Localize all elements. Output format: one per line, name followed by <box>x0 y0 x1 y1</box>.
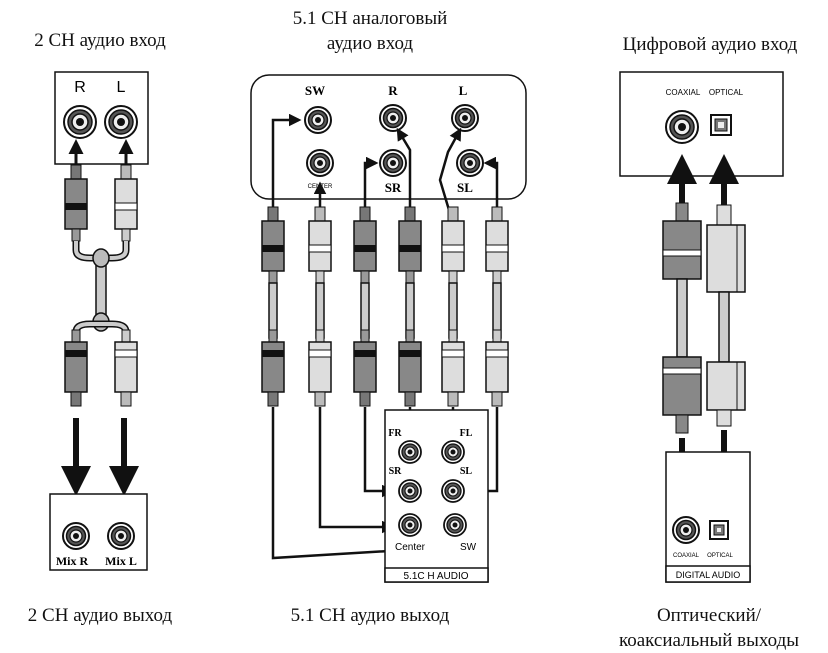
analog51-out-fl-jack-icon <box>441 440 465 464</box>
analog51-out-sw-jack-icon <box>443 513 467 537</box>
analog51-out-footer: 5.1C H AUDIO <box>403 571 468 582</box>
stereo-in-r-jack-icon <box>63 105 97 139</box>
stereo-output-panel: Mix R Mix L <box>49 493 148 571</box>
analog51-out-sl-label: SL <box>460 466 473 477</box>
caption-digital-out-line2: коаксиальный выходы <box>618 630 800 651</box>
caption-analog51-in-line2: аудио вход <box>326 33 414 54</box>
analog51-out-center-jack-icon <box>398 513 422 537</box>
digital-input-panel: COAXIAL OPTICAL <box>619 71 784 177</box>
digital-out-footer: DIGITAL AUDIO <box>676 570 741 580</box>
caption-analog51-out: 5.1 CH аудио выход <box>290 605 450 626</box>
digital-output-panel: COAXIAL OPTICAL DIGITAL AUDIO <box>665 451 751 583</box>
digital-out-coaxial-jack-icon <box>672 516 700 544</box>
analog51-center-jack-icon <box>306 149 334 177</box>
caption-digital-in: Цифровой аудио вход <box>622 34 798 55</box>
analog51-sl-jack-icon <box>456 149 484 177</box>
analog51-sw-label: SW <box>305 83 325 98</box>
digital-in-optical-port-icon <box>710 114 732 136</box>
analog51-sr-jack-icon <box>379 149 407 177</box>
analog51-out-center-label: Center <box>395 542 426 553</box>
analog51-r-label: R <box>388 83 398 98</box>
analog51-sw-jack-icon <box>304 106 332 134</box>
stereo-cable <box>61 139 139 496</box>
mix-l-label: Mix L <box>105 554 137 568</box>
analog51-out-sl-jack-icon <box>441 479 465 503</box>
analog51-r-jack-icon <box>379 104 407 132</box>
analog51-out-fr-jack-icon <box>398 440 422 464</box>
analog51-out-sw-label: SW <box>460 542 477 553</box>
stereo-input-panel: R L <box>54 71 149 165</box>
analog51-l-jack-icon <box>451 104 479 132</box>
digital-cables <box>662 154 746 511</box>
stereo-right-label: R <box>74 79 86 96</box>
analog51-out-fl-label: FL <box>460 428 473 439</box>
caption-digital-out-line1: Оптический/ <box>656 605 762 626</box>
digital-out-optical-label: OPTICAL <box>707 553 733 559</box>
digital-out-optical-port-icon <box>709 520 729 540</box>
caption-analog51-in-line1: 5.1 CH аналоговый <box>292 8 448 29</box>
analog51-input-panel: SW R L CENTER SR SL <box>250 74 527 200</box>
analog51-out-sr-label: SR <box>389 466 403 477</box>
analog51-sl-label: SL <box>457 180 473 195</box>
digital-in-coaxial-label: COAXIAL <box>666 88 701 97</box>
digital-in-coaxial-jack-icon <box>665 110 699 144</box>
analog51-l-label: L <box>459 83 468 98</box>
analog51-output-panel: 5.1C H AUDIO FR FL SR SL Center SW <box>384 409 489 583</box>
digital-out-coaxial-label: COAXIAL <box>673 553 700 559</box>
stereo-left-label: L <box>117 79 126 96</box>
analog51-out-sr-jack-icon <box>398 479 422 503</box>
analog51-out-fr-label: FR <box>388 428 402 439</box>
digital-in-optical-label: OPTICAL <box>709 88 744 97</box>
mix-l-jack-icon <box>107 522 135 550</box>
caption-stereo-in: 2 CH аудио вход <box>34 30 166 51</box>
mix-r-jack-icon <box>62 522 90 550</box>
caption-stereo-out: 2 CH аудио выход <box>27 605 173 626</box>
caption-analog51-in: 5.1 CH аналоговый аудио вход <box>270 6 470 56</box>
caption-digital-out: Оптический/ коаксиальный выходы <box>590 603 828 653</box>
mix-r-label: Mix R <box>56 554 89 568</box>
stereo-in-l-jack-icon <box>104 105 138 139</box>
analog51-sr-label: SR <box>385 180 402 195</box>
